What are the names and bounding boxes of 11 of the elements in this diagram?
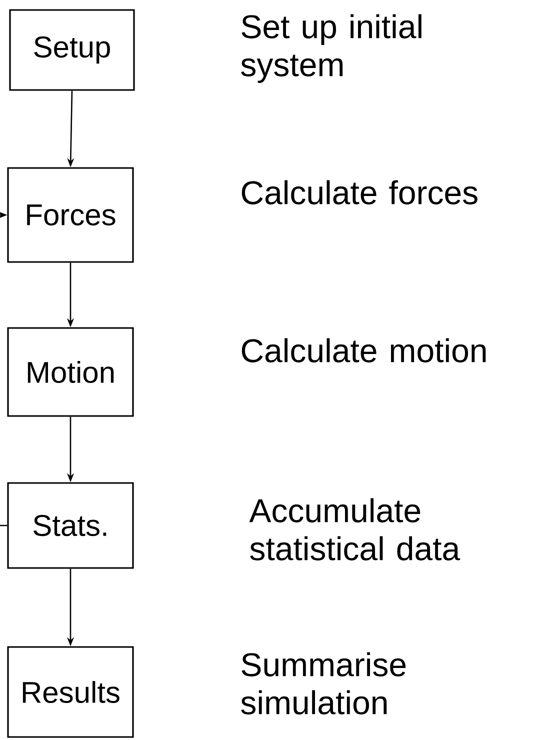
process-box: Results — [7, 646, 134, 738]
process-box: Motion — [7, 327, 134, 417]
description-text: Accumulate statistical data — [249, 498, 460, 560]
process-box: Forces — [7, 167, 134, 263]
description-text: Calculate forces — [242, 180, 478, 204]
process-box: Setup — [9, 9, 135, 91]
arrow — [0, 211, 8, 526]
description-text: Set up initial system — [241, 14, 422, 83]
process-box: Stats. — [7, 482, 134, 569]
description-text: Summarise simulation — [241, 652, 406, 714]
description-text: Calculate motion — [242, 338, 486, 362]
